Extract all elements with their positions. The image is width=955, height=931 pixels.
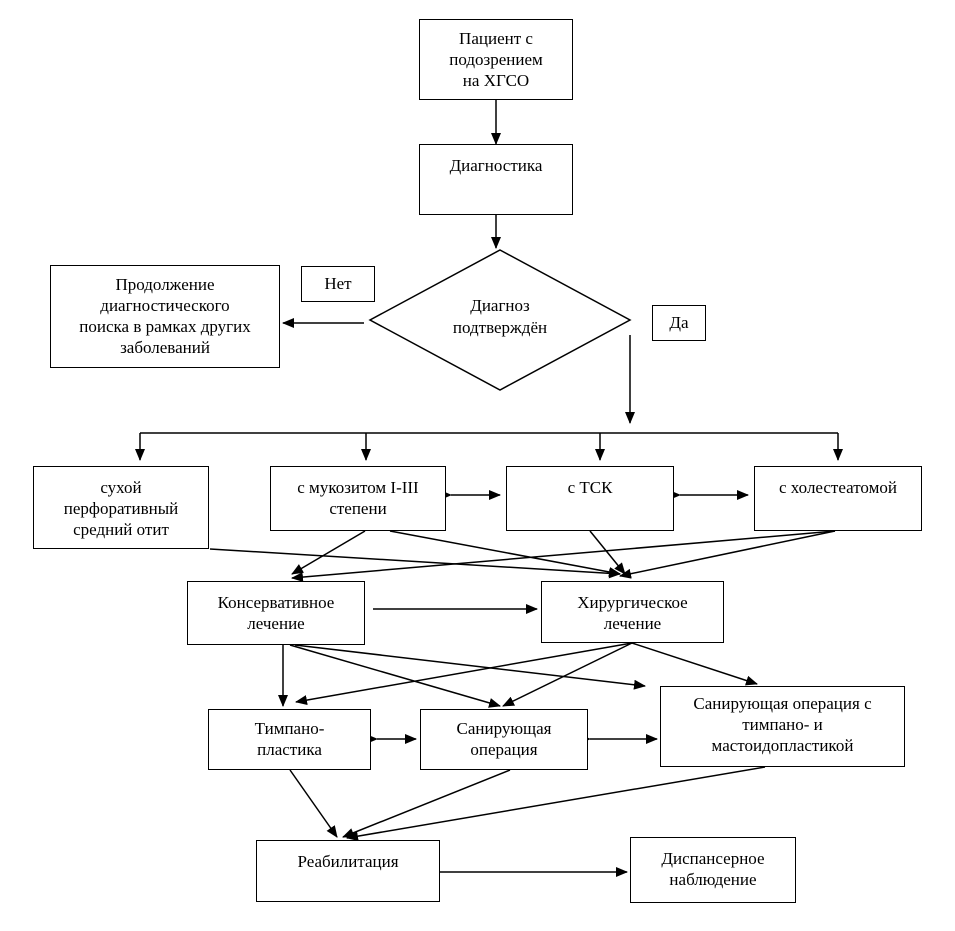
no-label: Нет <box>301 266 375 302</box>
arrow-dry-to-surgical <box>209 548 621 579</box>
cholesteatoma-box: с холестеатомой <box>754 466 922 531</box>
arrow-mucositis-to-conservative <box>291 530 366 575</box>
arrow-surgical-to-sanitizing <box>502 642 633 707</box>
arrow-tympanoplasty-to-rehabilitation <box>289 769 338 838</box>
dispensary-box: Диспансерное наблюдение <box>630 837 796 903</box>
diagnostics-box: Диагностика <box>419 144 573 215</box>
mucositis-box: с мукозитом I-III степени <box>270 466 446 531</box>
arrow-conservative-to-sanitizing-plasty <box>294 644 646 690</box>
sanitizing-plasty-box: Санирующая операция с тимпано- и мастоид… <box>660 686 905 767</box>
surgical-treatment-box: Хирургическое лечение <box>541 581 724 643</box>
arrow-surgical-to-tympanoplasty <box>295 642 633 706</box>
arrow-mucositis-to-surgical <box>389 530 621 577</box>
patient-box: Пациент с подозрением на ХГСО <box>419 19 573 100</box>
arrow-surgical-to-sanitizing-plasty <box>631 642 758 686</box>
conservative-treatment-box: Консервативное лечение <box>187 581 365 645</box>
continue-search-box: Продолжение диагностического поиска в ра… <box>50 265 280 368</box>
arrow-conservative-to-sanitizing <box>289 644 501 708</box>
rehabilitation-box: Реабилитация <box>256 840 440 902</box>
yes-label: Да <box>652 305 706 341</box>
arrow-tsk-to-surgical <box>589 530 626 575</box>
tsk-box: с ТСК <box>506 466 674 531</box>
arrow-cholesteatoma-to-conservative <box>291 530 836 583</box>
decision-diamond <box>368 249 632 391</box>
arrow-sanitizing-to-rehabilitation <box>342 769 511 838</box>
decision-label: Диагноз подтверждён <box>452 296 548 337</box>
arrow-sanitizing-plasty-to-rehabilitation <box>346 766 766 842</box>
tympanoplasty-box: Тимпано- пластика <box>208 709 371 770</box>
dry-otitis-box: сухой перфоративный средний отит <box>33 466 209 549</box>
sanitizing-operation-box: Санирующая операция <box>420 709 588 770</box>
arrow-cholesteatoma-to-surgical <box>619 530 836 579</box>
